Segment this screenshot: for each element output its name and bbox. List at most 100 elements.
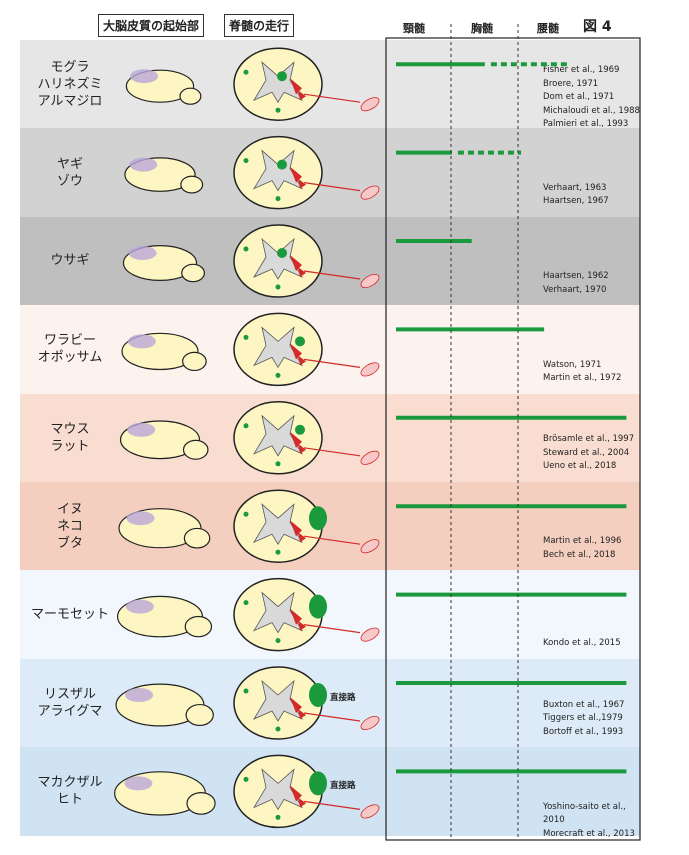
gray-matter bbox=[253, 414, 303, 457]
reference-list: Fisher et al., 1969 Broere, 1971 Dom et … bbox=[543, 65, 640, 129]
ventral-tract-dot bbox=[275, 372, 281, 378]
motor-neuron bbox=[290, 255, 302, 271]
reference-list: Martin et al., 1996 Bech et al., 2018 bbox=[543, 536, 622, 560]
brain-cerebellum bbox=[183, 527, 211, 549]
column-label-thoracic: 胸髄 bbox=[471, 22, 493, 35]
brain-illustration bbox=[124, 157, 204, 194]
ventral-tract-dot bbox=[243, 776, 249, 782]
corticospinal-tract bbox=[295, 424, 305, 435]
motor-cortex-region bbox=[124, 776, 153, 791]
muscle-icon bbox=[360, 450, 380, 465]
ventral-tract-dot bbox=[243, 158, 249, 164]
motor-cortex-region bbox=[125, 599, 154, 614]
reference-list: Brösamle et al., 1997 Steward et al., 20… bbox=[543, 434, 635, 472]
gray-matter bbox=[253, 149, 303, 192]
muscle-icon bbox=[360, 539, 380, 554]
motor-neuron bbox=[290, 431, 302, 448]
ventral-tract-dot bbox=[243, 423, 249, 429]
corticospinal-tract bbox=[295, 336, 305, 347]
species-name: リスザル アライグマ bbox=[37, 686, 103, 719]
motor-neuron bbox=[298, 90, 306, 101]
brain-illustration bbox=[119, 420, 209, 460]
muscle-icon bbox=[360, 804, 380, 819]
species-name: モグラ ハリネズミ アルマジロ bbox=[37, 59, 103, 109]
motor-neuron bbox=[290, 785, 302, 802]
brain-illustration bbox=[114, 771, 216, 816]
ventral-tract-dot bbox=[275, 814, 281, 820]
ventral-tract-dot bbox=[275, 107, 281, 113]
brain-cerebellum bbox=[185, 703, 214, 727]
ventral-tract-dot bbox=[243, 69, 249, 75]
gray-matter bbox=[253, 326, 303, 369]
brain-cerebellum bbox=[179, 87, 202, 105]
ventral-tract-dot bbox=[243, 511, 249, 517]
spinal-cord-section bbox=[233, 224, 380, 298]
column-label-lumbar: 腰髄 bbox=[537, 22, 559, 35]
brain-cerebellum bbox=[186, 792, 216, 815]
motor-neuron bbox=[298, 178, 306, 189]
column-label-cervical: 頸髄 bbox=[403, 22, 425, 35]
species-name: マウス ラット bbox=[50, 421, 90, 454]
species-row: モグラ ハリネズミ アルマジロ Fisher et al., 1969 Broer… bbox=[20, 40, 640, 129]
brain-illustration bbox=[125, 69, 202, 105]
motor-axon bbox=[303, 270, 361, 280]
muscle-icon bbox=[360, 627, 380, 642]
species-name: ウサギ bbox=[50, 253, 90, 269]
motor-cortex-region bbox=[127, 334, 156, 349]
corticospinal-tract bbox=[309, 683, 327, 707]
motor-neuron bbox=[298, 532, 306, 543]
brain-cerebellum bbox=[182, 351, 207, 372]
ventral-tract-dot bbox=[275, 461, 281, 467]
motor-neuron bbox=[290, 697, 302, 713]
muscle-icon bbox=[360, 715, 380, 731]
spinal-cord-section bbox=[233, 47, 380, 121]
corticospinal-tract bbox=[309, 771, 327, 796]
corticospinal-tract bbox=[309, 506, 327, 531]
reference-list: Yoshino-saito et al., 2010 Morecraft et … bbox=[543, 801, 635, 839]
brain-illustration bbox=[121, 332, 207, 372]
gray-matter bbox=[253, 503, 303, 545]
gray-matter bbox=[253, 591, 303, 634]
spinal-cord-section bbox=[233, 312, 380, 387]
motor-neuron bbox=[290, 520, 302, 537]
ventral-tract-dot bbox=[243, 600, 249, 606]
motor-neuron bbox=[298, 620, 306, 631]
header-cortex-origin: 大脳皮質の起始部 bbox=[98, 14, 205, 37]
ventral-tract-dot bbox=[275, 638, 281, 644]
gray-matter bbox=[253, 768, 303, 811]
brain-illustration bbox=[118, 508, 211, 549]
motor-cortex-region bbox=[129, 157, 158, 172]
brain-illustration bbox=[115, 683, 214, 727]
motor-neuron bbox=[290, 343, 302, 360]
ventral-tract-dot bbox=[275, 284, 281, 290]
spinal-cord-section bbox=[233, 754, 380, 829]
direct-pathway-label: 直接路 bbox=[330, 781, 356, 792]
motor-neuron bbox=[298, 797, 306, 808]
species-name: マーモセット bbox=[30, 607, 109, 623]
ventral-tract-dot bbox=[275, 549, 281, 555]
motor-neuron bbox=[290, 608, 302, 625]
motor-axon bbox=[303, 712, 361, 722]
reference-list: Verhaart, 1963 Haartsen, 1967 bbox=[543, 182, 609, 207]
muscle-icon bbox=[360, 362, 380, 377]
motor-neuron bbox=[290, 166, 302, 183]
reference-list: Kondo et al., 2015 bbox=[543, 638, 621, 649]
figure-label: 図 4 bbox=[583, 19, 612, 35]
species-name: イヌ ネコ ブタ bbox=[56, 501, 83, 551]
corticospinal-tract bbox=[277, 159, 287, 170]
species-name: ワラビー オポッサム bbox=[37, 333, 103, 366]
muscle-icon bbox=[360, 97, 380, 112]
reference-list: Haartsen, 1962 Verhaart, 1970 bbox=[543, 271, 609, 295]
muscle-icon bbox=[360, 273, 380, 289]
gray-matter bbox=[253, 679, 303, 722]
spinal-cord-section bbox=[233, 135, 380, 210]
ventral-tract-dot bbox=[243, 334, 249, 340]
corticospinal-tract bbox=[277, 71, 287, 82]
spinal-cord-section bbox=[233, 666, 380, 740]
gray-matter bbox=[253, 237, 303, 280]
brain-cerebellum bbox=[180, 175, 204, 194]
brain-cerebellum bbox=[184, 615, 213, 638]
header-spinal-course: 脊髄の走行 bbox=[224, 14, 295, 37]
motor-axon bbox=[303, 93, 361, 103]
